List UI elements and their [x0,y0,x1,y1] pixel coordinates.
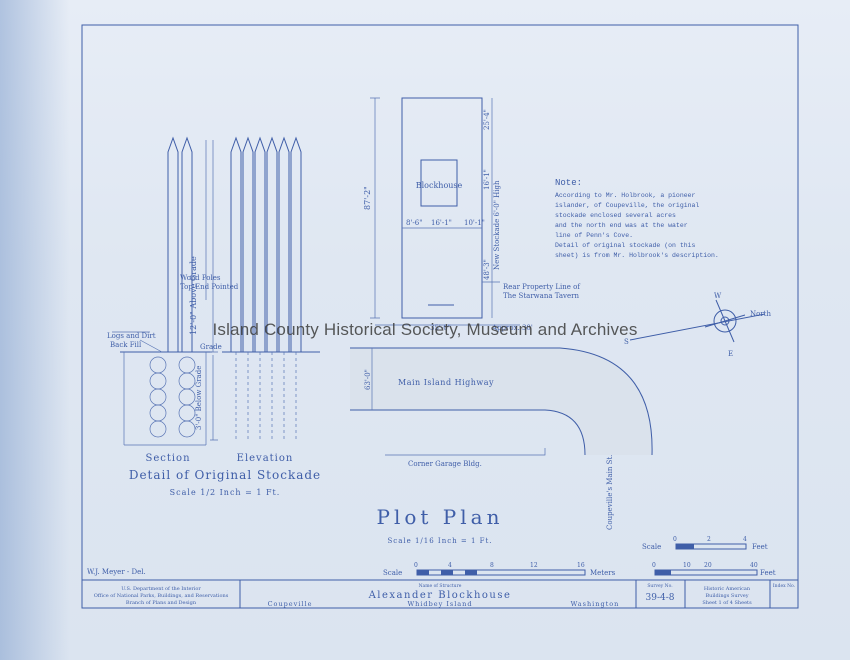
stockade-scale: Scale 1/2 Inch = 1 Ft. [170,488,281,497]
watermark: Island County Historical Society, Museum… [212,320,638,339]
scale-bar-feet-small [675,543,747,550]
state-label: Washington [571,600,620,608]
note-line-2: islander, of Coupeville, the original [555,202,699,209]
scale-ft-unit: Feet [752,543,768,551]
logs-label: Logs and Dirt [107,332,156,340]
scale-m-tick-0: 0 [414,562,418,569]
note-line-5: line of Penn's Cove. [555,232,633,239]
compass-s: S [624,338,629,346]
note-line-3: stockade enclosed several acres [555,212,676,219]
dim-w2: 16'-1" [431,219,452,227]
scale-feet-tick-1: 10 [683,562,691,569]
plot-lot [370,97,520,326]
plot-plan-title: Plot Plan [377,505,504,529]
blockhouse-label: Blockhouse [416,181,463,190]
highway-road [350,347,653,456]
dim-left: 87'-2" [363,186,372,210]
scale-ft-tick-2: 4 [743,536,747,543]
drawing-border [81,24,799,609]
dim-63: 63'-0" [364,369,372,390]
dim-mid-right: 16'-1" [483,169,491,190]
scale-ft-tick-0: 0 [673,536,677,543]
stockade-section [112,136,212,446]
habs-line-2: Buildings Survey [705,593,748,599]
grade-label: Grade [200,343,222,351]
dim-lower-right: 48'-3" [483,259,491,280]
scale-bar-feet-large [654,569,758,576]
island-label: Whidbey Island [407,600,472,608]
survey-caption: Survey No. [647,583,673,589]
scale-m-tick-1: 4 [448,562,452,569]
title-block-frame [82,579,798,608]
new-stockade-label: New Stockade 6'-0" High [493,180,501,270]
note-line-7: sheet) is from Mr. Holbrook's descriptio… [555,252,719,259]
section-logs [149,356,196,438]
index-caption: Index No. [773,583,796,589]
drawn-by: W.J. Meyer - Del. [87,568,146,576]
plot-plan-scale: Scale 1/16 Inch = 1 Ft. [387,537,492,545]
sheet-number: Sheet 1 of 4 Sheets [702,600,752,606]
scale-feet-tick-3: 40 [750,562,758,569]
rear-line-2: The Starwana Tavern [503,292,579,300]
dim-bottom: 35'-0" [430,324,451,332]
city-label: Coupeville [268,600,313,608]
compass-north: North [750,310,771,318]
rear-line-1: Rear Property Line of [503,283,581,291]
backfill-label: Back Fill [110,341,142,349]
scale-ft-label: Scale [642,543,661,551]
scale-feet-tick-2: 20 [704,562,712,569]
paper-fade [0,0,70,660]
dim-w1: 8'-6" [406,219,422,227]
garage-label: Corner Garage Bldg. [408,460,482,468]
scale-feet-unit: Feet [760,569,776,577]
agency-3: Branch of Plans and Design [126,600,197,606]
note-line-1: According to Mr. Holbrook, a pioneer [555,192,696,199]
scale-m-tick-2: 8 [490,562,494,569]
dim-w3: 10'-1" [464,219,485,227]
scale-bar-meters [416,569,586,576]
below-grade-label: 3'-0" Below Grade [195,366,203,430]
stockade-elevation [210,136,320,441]
structure-name: Alexander Blockhouse [368,590,512,601]
compass-w: W [714,292,722,300]
agency-2: Office of National Parks, Buildings, and… [94,593,229,599]
above-grade-label: 12'-0" Above Grade [189,256,198,335]
highway-label: Main Island Highway [398,378,494,387]
dim-top-right: 25'-4" [483,109,491,130]
elevation-label: Elevation [237,453,294,464]
stockade-title: Detail of Original Stockade [129,468,321,482]
scale-m-unit: Meters [590,569,616,577]
structure-caption: Name of Structure [419,583,462,589]
top-end-label: Top End Pointed [180,283,239,291]
scale-m-label: Scale [383,569,402,577]
main-st-label: Coupeville's Main St. [606,455,614,530]
approx-label: Approx. 30' [491,324,533,332]
compass [629,299,766,343]
note-line-4: and the north end was at the water [555,222,688,229]
scale-ft-tick-1: 2 [707,536,711,543]
wood-poles-label: Wood Poles [180,274,221,282]
compass-e: E [728,350,733,358]
scale-m-tick-3: 12 [530,562,538,569]
habs-line-1: Historic American [704,586,751,592]
survey-number: 39-4-8 [646,593,675,603]
note-line-6: Detail of original stockade (on this [555,242,696,249]
agency-1: U.S. Department of the Interior [121,586,201,592]
scale-feet-tick-0: 0 [652,562,656,569]
section-label: Section [145,453,190,464]
scale-m-tick-4: 16 [577,562,585,569]
note-heading: Note: [555,178,582,188]
